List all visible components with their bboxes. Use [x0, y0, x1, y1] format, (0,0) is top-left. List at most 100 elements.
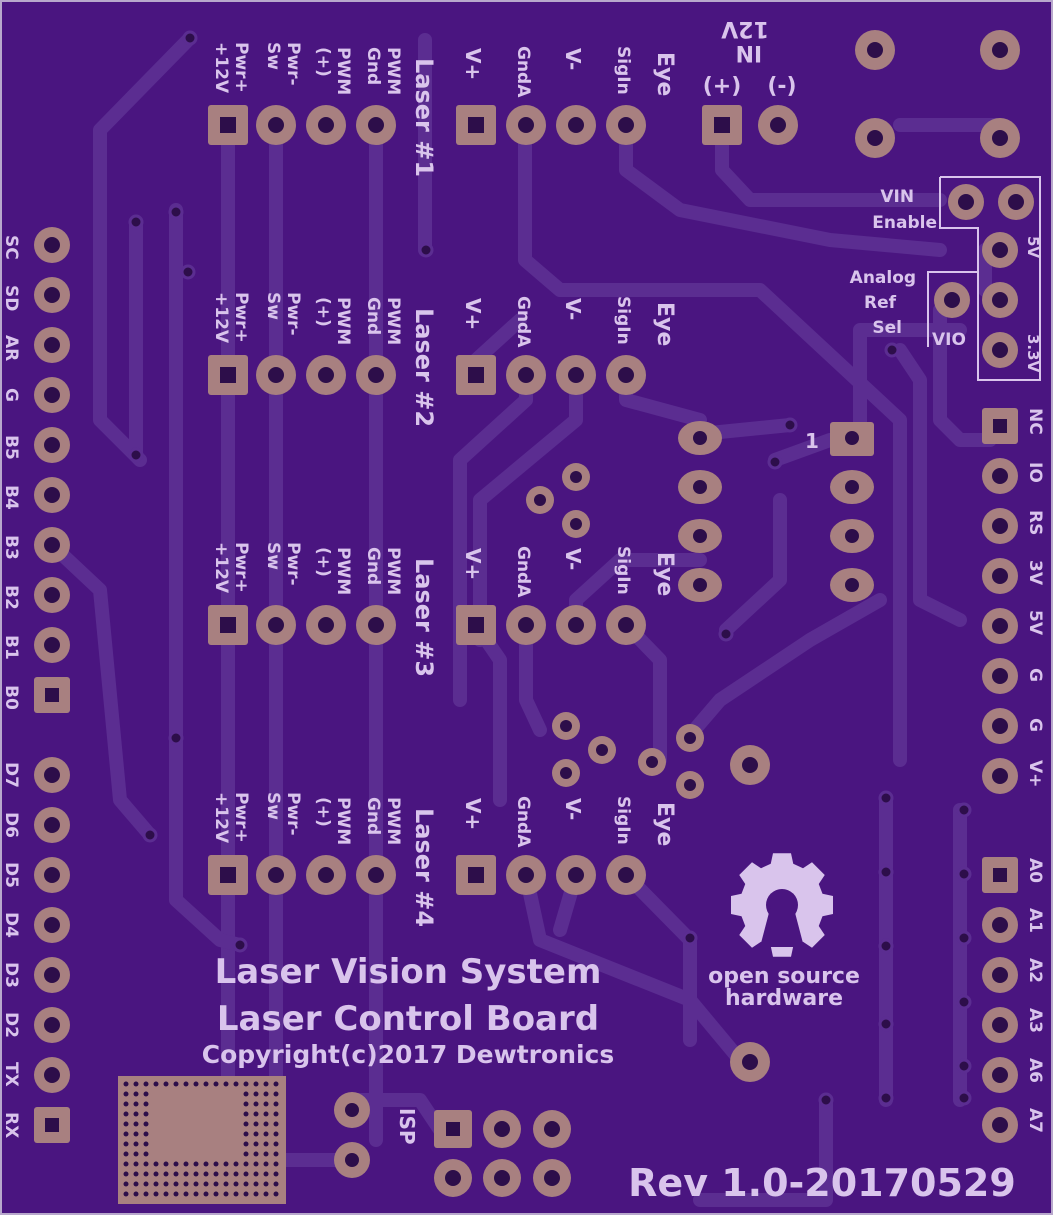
- power-minus-label: (-): [767, 74, 796, 99]
- pad-via: [173, 1181, 179, 1187]
- power-label: Pwr++12V: [211, 42, 251, 94]
- laser-title: Laser #2: [410, 308, 438, 427]
- osh-logo: open source hardware: [708, 853, 860, 1011]
- analog-ref-label: Analog Ref Sel: [850, 268, 922, 338]
- pad-via: [223, 1081, 229, 1087]
- vplus-label: V+: [461, 298, 485, 330]
- pad-via: [193, 1181, 199, 1187]
- pad-via: [273, 1191, 279, 1197]
- pad-via: [193, 1081, 199, 1087]
- eye-label: Eye: [652, 802, 677, 846]
- laser-connector-pads: [208, 105, 396, 145]
- eye-label: Eye: [652, 302, 677, 346]
- pad-via: [143, 1101, 149, 1107]
- pad-via: [263, 1191, 269, 1197]
- power-label: Pwr++12V: [211, 542, 251, 594]
- switch-label: Pwr-Sw: [263, 42, 303, 86]
- pad-via: [163, 1171, 169, 1177]
- vminus-label: V-: [561, 798, 585, 820]
- vplus-label: V+: [461, 798, 485, 830]
- pwm-plus-label: PWM(+): [313, 547, 353, 595]
- laser-connector-pads: [208, 855, 396, 895]
- header-label-d2: D2: [1, 1012, 21, 1038]
- vplus-label: V+: [461, 48, 485, 80]
- pad-via: [273, 1141, 279, 1147]
- pad-via: [223, 1161, 229, 1167]
- laser-1-section: Pwr++12V Pwr-Sw PWM(+) PWMGnd Laser #1 V…: [208, 42, 677, 177]
- vin-enable-label: VIN Enable: [872, 187, 937, 233]
- pad-via: [243, 1111, 249, 1117]
- gnda-label: GndA: [513, 46, 533, 98]
- vplus-label: V+: [461, 548, 485, 580]
- pad-via: [123, 1121, 129, 1127]
- pad-via: [123, 1131, 129, 1137]
- pad-via: [163, 1191, 169, 1197]
- pad-via: [243, 1131, 249, 1137]
- power-label: Pwr++12V: [211, 292, 251, 344]
- eye-connector-pads: [456, 355, 646, 395]
- pad-via: [253, 1191, 259, 1197]
- header-label-b1: B1: [1, 635, 21, 660]
- pad-via: [133, 1151, 139, 1157]
- pad-via: [193, 1161, 199, 1167]
- copper-traces: [45, 31, 1007, 1207]
- laser-4-section: Pwr++12V Pwr-Sw PWM(+) PWMGnd Laser #4 V…: [208, 792, 677, 927]
- pad-via: [133, 1081, 139, 1087]
- right-header-1: NC IO RS 3V 5V G G V+: [982, 408, 1045, 794]
- vminus-label: V-: [561, 548, 585, 570]
- pad-via: [133, 1121, 139, 1127]
- pad-via: [223, 1181, 229, 1187]
- pad-via: [243, 1191, 249, 1197]
- pad-via: [123, 1161, 129, 1167]
- pad-via: [213, 1191, 219, 1197]
- dip-chip-footprint: 1: [678, 421, 874, 602]
- header-label-g2: G: [1025, 718, 1045, 732]
- pad-via: [123, 1081, 129, 1087]
- pad-via: [123, 1141, 129, 1147]
- pad-via: [223, 1191, 229, 1197]
- power-plus-label: (+): [703, 74, 742, 99]
- header-label-g1: G: [1025, 668, 1045, 682]
- pad-via: [143, 1121, 149, 1127]
- pad-via: [273, 1081, 279, 1087]
- smd-pad: [118, 1076, 286, 1204]
- pad-via: [243, 1141, 249, 1147]
- signal-label: SigIn: [613, 796, 633, 845]
- pad-via: [263, 1101, 269, 1107]
- osh-line2: hardware: [725, 986, 843, 1011]
- pad-via: [143, 1141, 149, 1147]
- signal-label: SigIn: [613, 546, 633, 595]
- pad-via: [233, 1171, 239, 1177]
- pad-via: [263, 1171, 269, 1177]
- gnda-label: GndA: [513, 296, 533, 348]
- pad-via: [163, 1161, 169, 1167]
- pad-via: [143, 1151, 149, 1157]
- header-label-d7: D7: [1, 762, 21, 788]
- pad-via: [203, 1081, 209, 1087]
- pad-via: [123, 1171, 129, 1177]
- header-label-a6: A6: [1025, 1058, 1045, 1083]
- pad-via: [123, 1111, 129, 1117]
- pad-via: [263, 1081, 269, 1087]
- pwm-gnd-label: PWMGnd: [363, 797, 403, 845]
- pad-via: [163, 1081, 169, 1087]
- pad-via: [233, 1081, 239, 1087]
- pad-via: [143, 1131, 149, 1137]
- pad-via: [213, 1171, 219, 1177]
- pad-via: [173, 1171, 179, 1177]
- laser-2-section: Pwr++12V Pwr-Sw PWM(+) PWMGnd Laser #2 V…: [208, 292, 677, 427]
- pad-via: [143, 1091, 149, 1097]
- signal-label: SigIn: [613, 46, 633, 95]
- isp-label: ISP: [395, 1108, 419, 1145]
- pad-via: [273, 1181, 279, 1187]
- 3v3-label: 3.3V: [1024, 334, 1042, 373]
- header-label-sc: SC: [1, 235, 21, 260]
- pad-via: [273, 1151, 279, 1157]
- pad-via: [173, 1081, 179, 1087]
- pad-via: [173, 1161, 179, 1167]
- eye-connector-pads: [456, 855, 646, 895]
- header-label-d6: D6: [1, 812, 21, 838]
- pad-via: [263, 1141, 269, 1147]
- header-label-nc: NC: [1025, 408, 1045, 435]
